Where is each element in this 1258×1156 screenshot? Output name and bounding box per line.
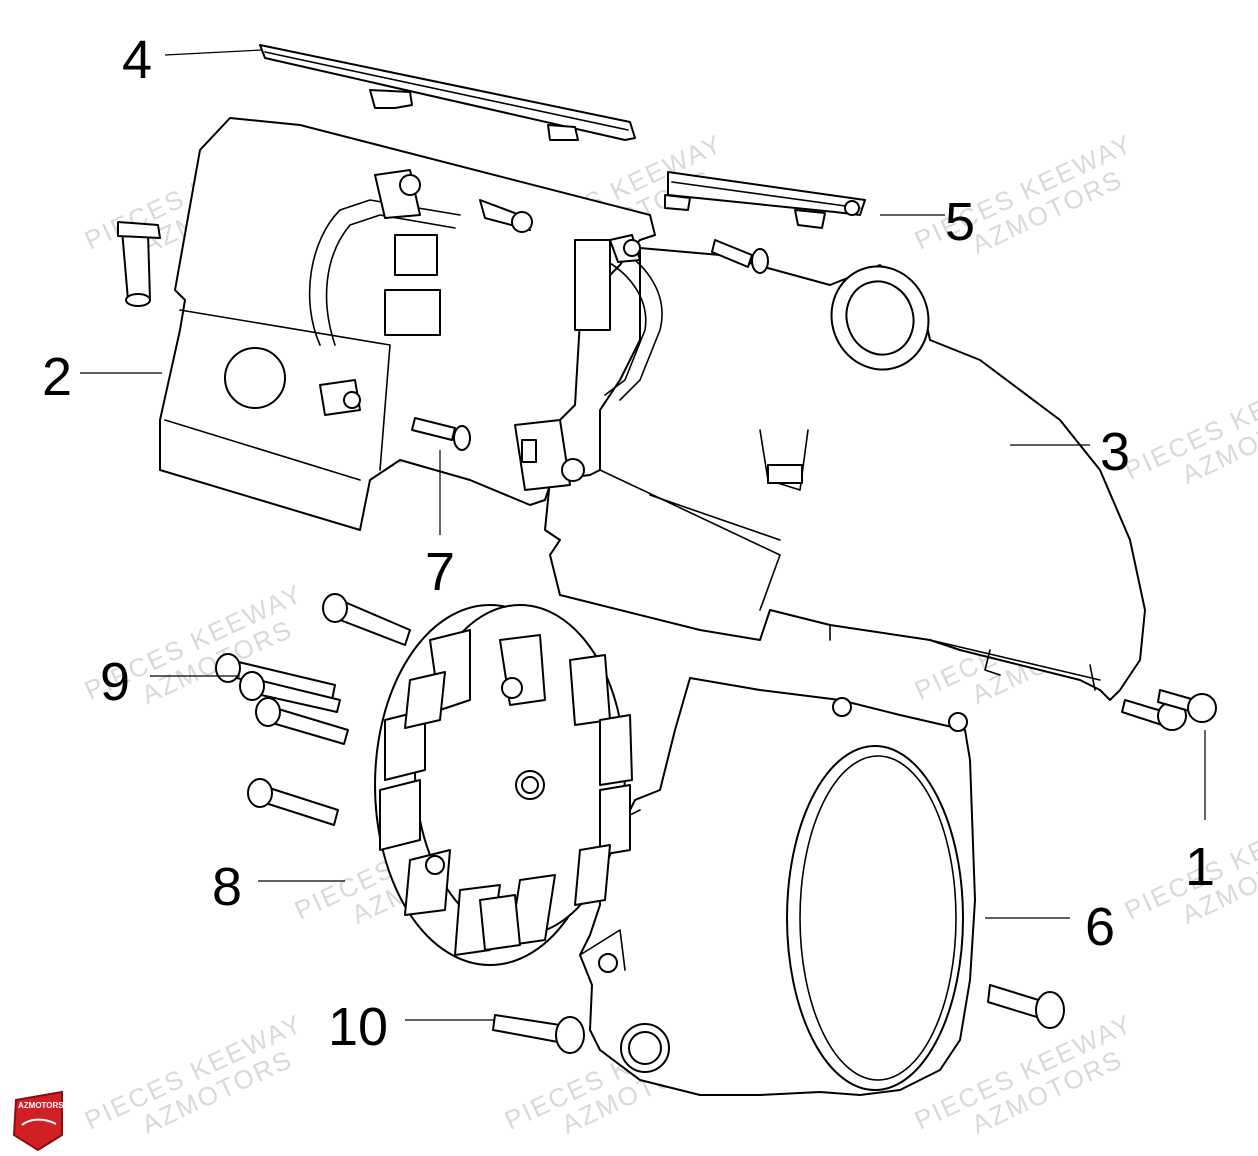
part-6-fan-housing [579, 677, 976, 1096]
part-2-screw [117, 221, 161, 307]
bolt [247, 778, 339, 826]
bolt [239, 671, 341, 713]
part-2-left-cover [159, 117, 663, 531]
callout-9: 9 [100, 652, 130, 712]
logo-text: AZMOTORS [18, 1101, 64, 1110]
part-8-fan [374, 604, 633, 966]
logo-swoosh-icon [21, 1118, 57, 1126]
part-10-bolts [492, 984, 1065, 1054]
leader-lines [80, 49, 1206, 1021]
callout-7: 7 [425, 542, 455, 602]
callout-3: 3 [1100, 422, 1130, 482]
callout-6: 6 [1085, 897, 1115, 957]
part-9-bolts [215, 593, 411, 826]
part-4-top-strip [259, 44, 636, 141]
part-5-clip-strip [664, 171, 866, 229]
logo-shield-shape [12, 1090, 63, 1152]
bolt [255, 697, 349, 745]
callout-10: 10 [328, 997, 388, 1057]
part-3-shroud-cover [544, 247, 1146, 701]
callout-5: 5 [945, 192, 975, 252]
callout-4: 4 [122, 30, 152, 90]
callout-1: 1 [1185, 837, 1215, 897]
azmotors-logo: AZMOTORS [12, 1090, 64, 1152]
leader-line-4 [164, 49, 263, 56]
part-7-screws [411, 239, 769, 451]
bolt [215, 653, 336, 701]
callout-labels: 4 5 2 3 7 9 1 8 6 10 [42, 30, 1215, 1057]
callout-8: 8 [212, 857, 242, 917]
bolt [322, 593, 411, 646]
part-1-bolts [1121, 689, 1217, 731]
callout-2: 2 [42, 347, 72, 407]
